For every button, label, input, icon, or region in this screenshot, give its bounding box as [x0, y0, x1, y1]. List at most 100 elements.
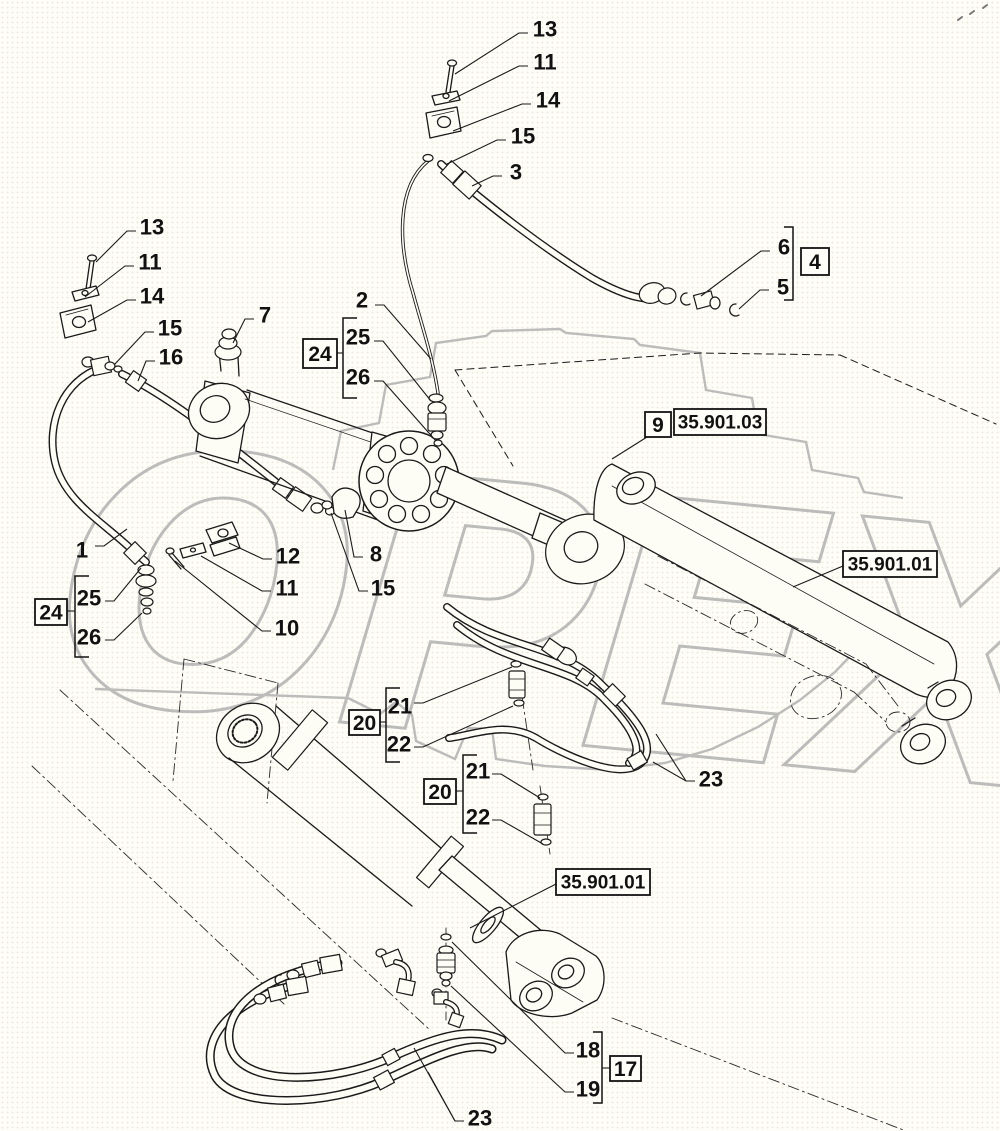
callout-leader: [87, 299, 136, 323]
callout-label: 13: [140, 215, 164, 240]
callout-label: 7: [259, 303, 271, 328]
callout-label: 21: [466, 759, 490, 784]
callout-leader: [446, 139, 506, 165]
callout-15: 15: [113, 316, 182, 366]
callout-leader: [95, 528, 128, 547]
callout-26: 26: [346, 365, 437, 442]
ref-box-label: 9: [652, 414, 664, 437]
callout-19: 19: [450, 985, 600, 1102]
ref-box-label: 20: [428, 781, 451, 804]
callout-label: 14: [140, 284, 165, 309]
callout-label: 26: [77, 625, 101, 650]
ref-box-frame: [348, 709, 381, 736]
callout-10: 10: [174, 560, 299, 641]
ref-box-frame: [842, 550, 938, 578]
ref-box-frame: [302, 338, 338, 369]
callout-leader: [200, 555, 271, 592]
main-cylinder: [187, 328, 625, 585]
callout-26: 26: [77, 612, 143, 650]
callout-label: 15: [158, 316, 182, 341]
group-bracket: [74, 575, 89, 658]
callout-label: 19: [576, 1077, 600, 1102]
callout-7: 7: [232, 303, 271, 344]
callout-label: 22: [466, 805, 490, 830]
callout-label: 25: [346, 325, 370, 350]
ref-box-17: 17: [602, 1055, 642, 1082]
callout-leader: [174, 560, 271, 632]
callout-label: 5: [777, 275, 789, 300]
boom-arm: [593, 463, 972, 765]
callout-11: 11: [448, 50, 557, 102]
callout-label: 1: [76, 538, 88, 563]
callout-leader: [451, 941, 574, 1054]
callout-label: 10: [275, 616, 299, 641]
ref-box-20: 20: [423, 778, 463, 805]
callout-label: 25: [77, 586, 101, 611]
callout-leader: [655, 733, 695, 782]
ref-box-label: 17: [614, 1058, 637, 1081]
ref-box-label: 24: [39, 602, 63, 625]
callout-15: 15: [330, 512, 395, 601]
ref-box-frame: [609, 1055, 642, 1082]
callout-leader: [374, 380, 437, 442]
clamp-set-top: [425, 59, 462, 139]
callout-leader: [105, 567, 142, 602]
callout-23: 23: [413, 1047, 492, 1131]
callout-leader: [700, 250, 770, 297]
callout-14: 14: [452, 88, 561, 132]
callout-leader: [427, 1071, 464, 1122]
ref-box-frame: [34, 598, 68, 626]
callout-18: 18: [451, 941, 600, 1063]
group-bracket: [342, 317, 357, 399]
hose-pair-mid: [443, 603, 652, 846]
callout-11: 11: [84, 250, 162, 298]
callout-label: 22: [387, 732, 411, 757]
callout-23: 23: [652, 733, 723, 792]
ref-box-leader: [611, 436, 648, 460]
callout-label: 6: [778, 235, 790, 260]
callout-leader: [450, 985, 574, 1093]
callout-leader: [330, 512, 368, 592]
callout-25: 25: [346, 325, 432, 402]
callout-leader: [454, 32, 528, 75]
ref-box-20: 20: [348, 709, 386, 736]
callout-22: 22: [466, 805, 544, 845]
callout-11: 11: [200, 555, 299, 601]
callout-leader: [375, 304, 432, 360]
hose-3: [437, 160, 740, 317]
watermark-gear-shape: [331, 327, 904, 500]
brackets-layer: [74, 226, 794, 1104]
callout-8: 8: [344, 509, 382, 567]
hose-1: [48, 355, 157, 615]
callout-label: 21: [388, 694, 412, 719]
group-bracket: [462, 754, 477, 834]
line-art: [31, 4, 997, 1131]
callout-label: 18: [576, 1038, 600, 1063]
callout-label: 2: [356, 288, 368, 313]
ref-box-leader: [469, 883, 557, 929]
callout-leader: [344, 509, 363, 558]
callout-13: 13: [95, 215, 164, 263]
callout-2: 2: [356, 288, 432, 360]
callout-label: 23: [699, 767, 723, 792]
ref-box-label: 35.901.01: [561, 873, 646, 894]
callout-label: 14: [536, 88, 561, 113]
callout-13: 13: [454, 17, 557, 75]
callout-15: 15: [446, 124, 535, 165]
callout-leader: [228, 542, 272, 560]
ref-box-9: 9: [611, 411, 672, 460]
ref-box-label: 35.901.01: [848, 555, 933, 576]
callout-label: 23: [468, 1106, 492, 1131]
ref-box-frame: [673, 408, 767, 436]
callout-label: 26: [346, 365, 370, 390]
callout-label: 13: [533, 17, 557, 42]
callout-leader: [492, 773, 541, 799]
callout-14: 14: [87, 284, 165, 323]
callout-leader: [413, 1047, 464, 1122]
callout-21: 21: [388, 666, 513, 719]
callout-leader: [738, 289, 769, 310]
callout-label: 11: [138, 250, 161, 275]
ref-box-35.901.01: 35.901.01: [792, 550, 938, 588]
